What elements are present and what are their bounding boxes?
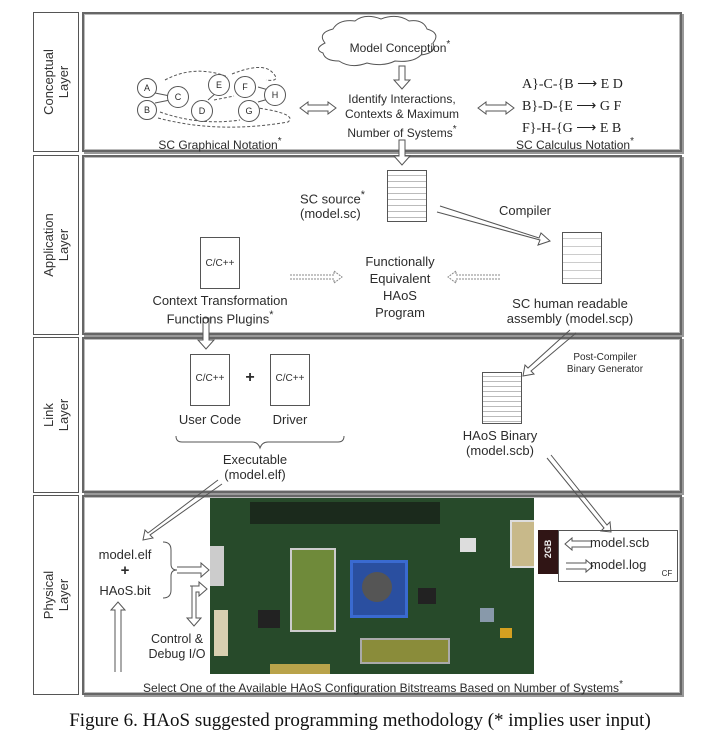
context-transformation-plugins-label: Context Transformation Functions Plugins… xyxy=(152,293,288,327)
sc-assembly-document-icon xyxy=(562,232,602,284)
sc-graphical-notation-label: SC Graphical Notation* xyxy=(158,136,282,152)
model-elf-label: model.elf xyxy=(98,547,152,562)
arrow-to-board-1 xyxy=(177,561,210,579)
arrow-to-board-2 xyxy=(185,580,208,627)
arrow-executable-to-elf xyxy=(142,479,223,541)
model-conception-cloud xyxy=(318,15,437,67)
doc-type-label: C/C++ xyxy=(275,373,305,384)
graph-node-c: C xyxy=(167,86,189,108)
arrow-plugins-to-user-code xyxy=(196,317,216,350)
board-component xyxy=(480,608,494,622)
chip xyxy=(418,588,436,604)
cf-slot xyxy=(510,520,534,568)
post-compiler-label: Post-Compiler Binary Generator xyxy=(566,352,644,375)
sd-card xyxy=(538,530,558,574)
calculus-line: B}-D-{E ⟶ G F xyxy=(522,99,622,114)
arrow-assembly-to-equivalent xyxy=(447,270,500,284)
double-arrow-graph-identify xyxy=(299,101,337,115)
dvi-connector xyxy=(214,610,228,656)
chip xyxy=(258,610,280,628)
arrow-right-icon: ⟶ xyxy=(576,99,597,114)
functionally-equivalent-label: Functionally Equivalent HAoS Program xyxy=(365,254,435,320)
board-component xyxy=(460,538,476,552)
doc-type-label: C/C++ xyxy=(195,373,225,384)
plugins-document-icon: C/C++ xyxy=(200,237,240,289)
compiler-label: Compiler xyxy=(498,203,551,218)
arrow-identify-to-source xyxy=(392,139,412,166)
calculus-line: A}-C-{B ⟶ E D xyxy=(522,77,623,92)
arrow-log-out-of-cf xyxy=(566,558,594,574)
board-component xyxy=(500,628,512,638)
user-code-label: User Code xyxy=(178,412,242,427)
plus-sign: + xyxy=(120,562,130,579)
haos-binary-label: HAoS Binary (model.scb) xyxy=(462,428,538,458)
pcie-edge xyxy=(270,664,330,674)
haos-binary-document-icon xyxy=(482,372,522,424)
control-debug-label: Control & Debug I/O xyxy=(148,632,206,661)
sc-calculus-notation-label: SC Calculus Notation* xyxy=(516,136,634,152)
elf-bit-brace xyxy=(162,541,178,599)
user-code-document-icon: C/C++ xyxy=(190,354,230,406)
executable-label: Executable (model.elf) xyxy=(222,452,288,482)
ram-module xyxy=(290,548,336,632)
calculus-line: F}-H-{G ⟶ E B xyxy=(522,121,622,136)
arrow-binary-to-cf xyxy=(546,454,612,533)
haos-bit-label: HAoS.bit xyxy=(99,583,151,598)
driver-label: Driver xyxy=(272,412,308,427)
fpga-board-photo xyxy=(210,498,534,674)
graph-node-g: G xyxy=(238,100,260,122)
lcd-display xyxy=(360,638,450,664)
graph-node-a: A xyxy=(137,78,157,98)
graph-node-h: H xyxy=(264,84,286,106)
double-arrow-identify-calculus xyxy=(477,101,515,115)
select-bitstream-label: Select One of the Available HAoS Configu… xyxy=(143,679,623,695)
cf-model-scb-label: model.scb xyxy=(590,535,650,550)
io-connector xyxy=(210,546,224,586)
doc-type-label: C/C++ xyxy=(205,258,235,269)
board-connector xyxy=(250,502,440,524)
graph-node-f: F xyxy=(234,76,256,98)
arrow-plugins-to-equivalent xyxy=(290,270,343,284)
arrow-right-icon: ⟶ xyxy=(576,121,597,136)
sc-assembly-label: SC human readable assembly (model.scp) xyxy=(506,296,634,326)
link-layer-panel xyxy=(82,337,682,493)
graph-node-d: D xyxy=(191,100,213,122)
cf-model-log-label: model.log xyxy=(590,557,647,572)
fpga-fan xyxy=(362,572,392,602)
executable-brace xyxy=(175,435,345,450)
arrow-right-icon: ⟶ xyxy=(577,77,598,92)
sc-source-label: SC source* (model.sc) xyxy=(300,189,365,222)
sc-calculus-block: A}-C-{B ⟶ E D B}-D-{E ⟶ G F F}-H-{G ⟶ E … xyxy=(522,74,623,140)
graph-node-e: E xyxy=(208,74,230,96)
plus-sign: + xyxy=(245,369,255,386)
driver-document-icon: C/C++ xyxy=(270,354,310,406)
identify-interactions-label: Identify Interactions, Contexts & Maximu… xyxy=(344,92,460,140)
post-compiler-arrow xyxy=(522,329,577,377)
compiler-arrow xyxy=(436,205,551,246)
sc-source-document-icon xyxy=(387,170,427,222)
arrow-scb-into-cf xyxy=(564,536,592,552)
graph-node-b: B xyxy=(137,100,157,120)
arrow-select-to-bit xyxy=(109,601,127,672)
figure-caption: Figure 6. HAoS suggested programming met… xyxy=(69,710,651,731)
cf-file-box xyxy=(558,530,678,582)
model-conception-label: Model Conception* xyxy=(349,39,451,55)
arrow-cloud-to-identify xyxy=(392,65,412,90)
cf-tag: CF xyxy=(661,569,673,578)
